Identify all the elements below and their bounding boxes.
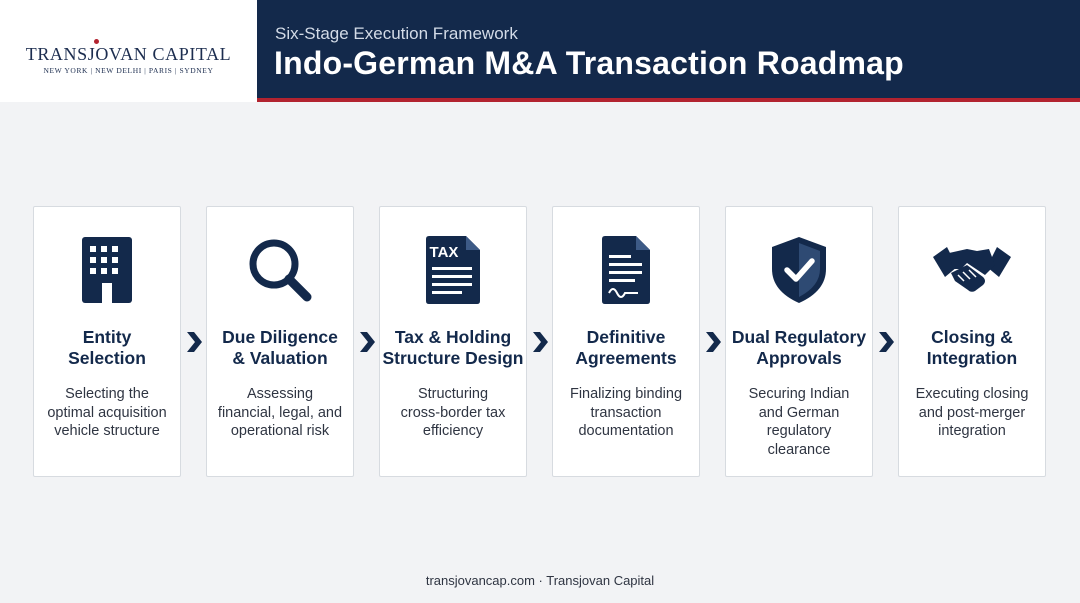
- svg-text:TAX: TAX: [430, 244, 459, 261]
- building-icon: [34, 235, 180, 305]
- stage-title: Closing &Integration: [926, 327, 1018, 368]
- page-title: Indo-German M&A Transaction Roadmap: [274, 45, 904, 81]
- footer: transjovancap.com · Transjovan Capital: [425, 573, 655, 588]
- chevron-right-icon: [187, 332, 202, 352]
- header: TRANSJOVAN CAPITAL NEW YORK | NEW DELHI …: [0, 0, 1080, 102]
- logo-name: TRANSJOVAN CAPITAL: [25, 44, 232, 64]
- chevron-right-icon: [706, 332, 721, 352]
- chevron-right-icon: [879, 332, 894, 352]
- accent-rule: [257, 98, 1080, 102]
- shield-check-icon: [726, 235, 872, 305]
- handshake-icon: [899, 235, 1045, 305]
- chevron-right-icon: [533, 332, 548, 352]
- title-banner: Six-Stage Execution Framework Indo-Germa…: [257, 0, 1080, 98]
- chevron-right-icon: [360, 332, 375, 352]
- contract-document-icon: [553, 235, 699, 305]
- page-subtitle: Six-Stage Execution Framework: [275, 24, 518, 43]
- logo-cities: NEW YORK | NEW DELHI | PARIS | SYDNEY: [43, 66, 214, 75]
- stage-title: Due Diligence& Valuation: [222, 327, 338, 368]
- magnifier-icon: [207, 235, 353, 305]
- logo-dot: [94, 39, 99, 44]
- logo[interactable]: TRANSJOVAN CAPITAL NEW YORK | NEW DELHI …: [0, 0, 257, 102]
- tax-document-icon: TAX: [380, 235, 526, 305]
